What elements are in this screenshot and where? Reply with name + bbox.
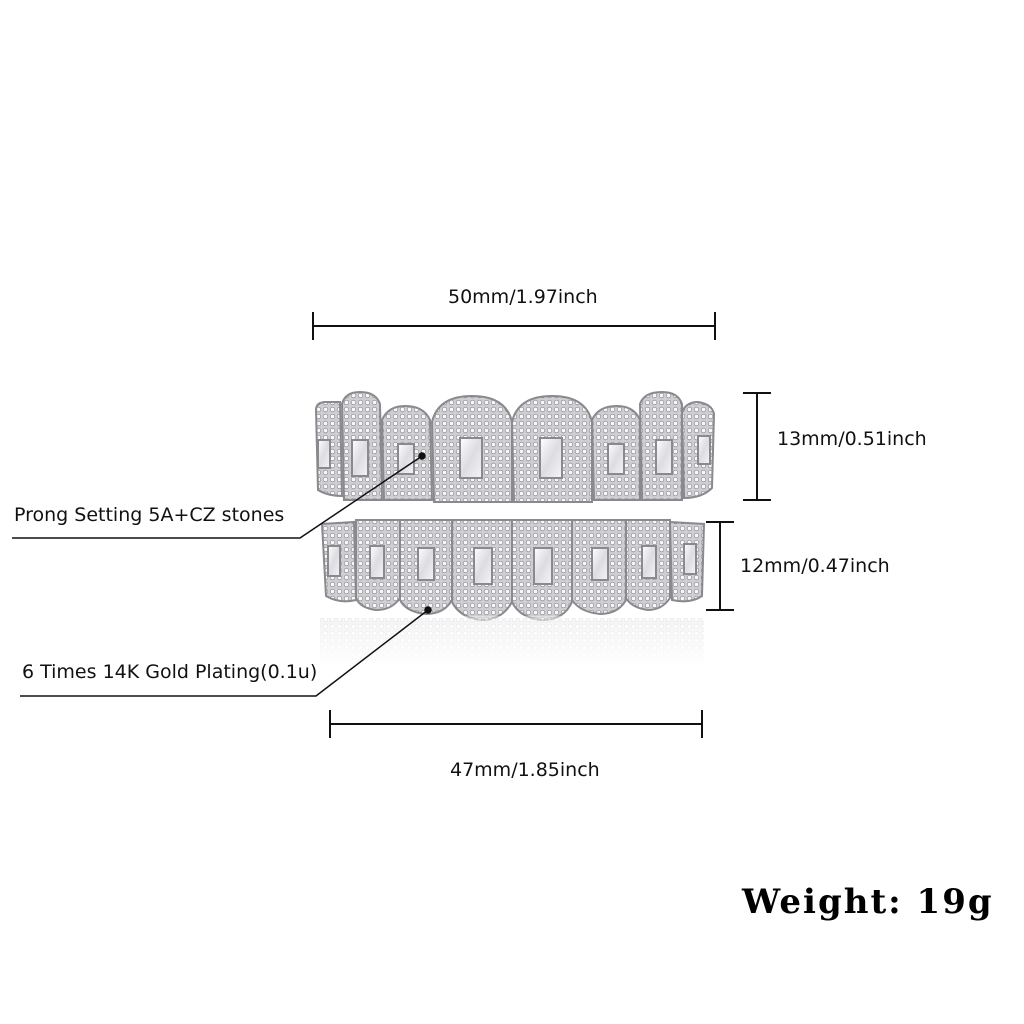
plating-callout-label: 6 Times 14K Gold Plating(0.1u) bbox=[22, 661, 318, 683]
bottom-width-dimension-line bbox=[329, 710, 703, 738]
stones-callout-line bbox=[12, 452, 426, 539]
plating-callout-line bbox=[20, 606, 432, 697]
top-width-dimension-line bbox=[312, 312, 716, 340]
top-width-label: 50mm/1.97inch bbox=[448, 286, 598, 308]
bottom-width-label: 47mm/1.85inch bbox=[450, 759, 600, 781]
top-height-dimension-line bbox=[743, 392, 771, 501]
top-height-label: 13mm/0.51inch bbox=[777, 428, 927, 450]
grill-reflection bbox=[316, 616, 708, 668]
bottom-height-label: 12mm/0.47inch bbox=[740, 555, 890, 577]
stones-callout-label: Prong Setting 5A+CZ stones bbox=[14, 504, 285, 526]
bottom-height-dimension-line bbox=[706, 521, 734, 611]
weight-label: Weight: 19g bbox=[742, 882, 994, 922]
bottom-grill bbox=[320, 519, 706, 622]
top-grill bbox=[314, 390, 716, 503]
